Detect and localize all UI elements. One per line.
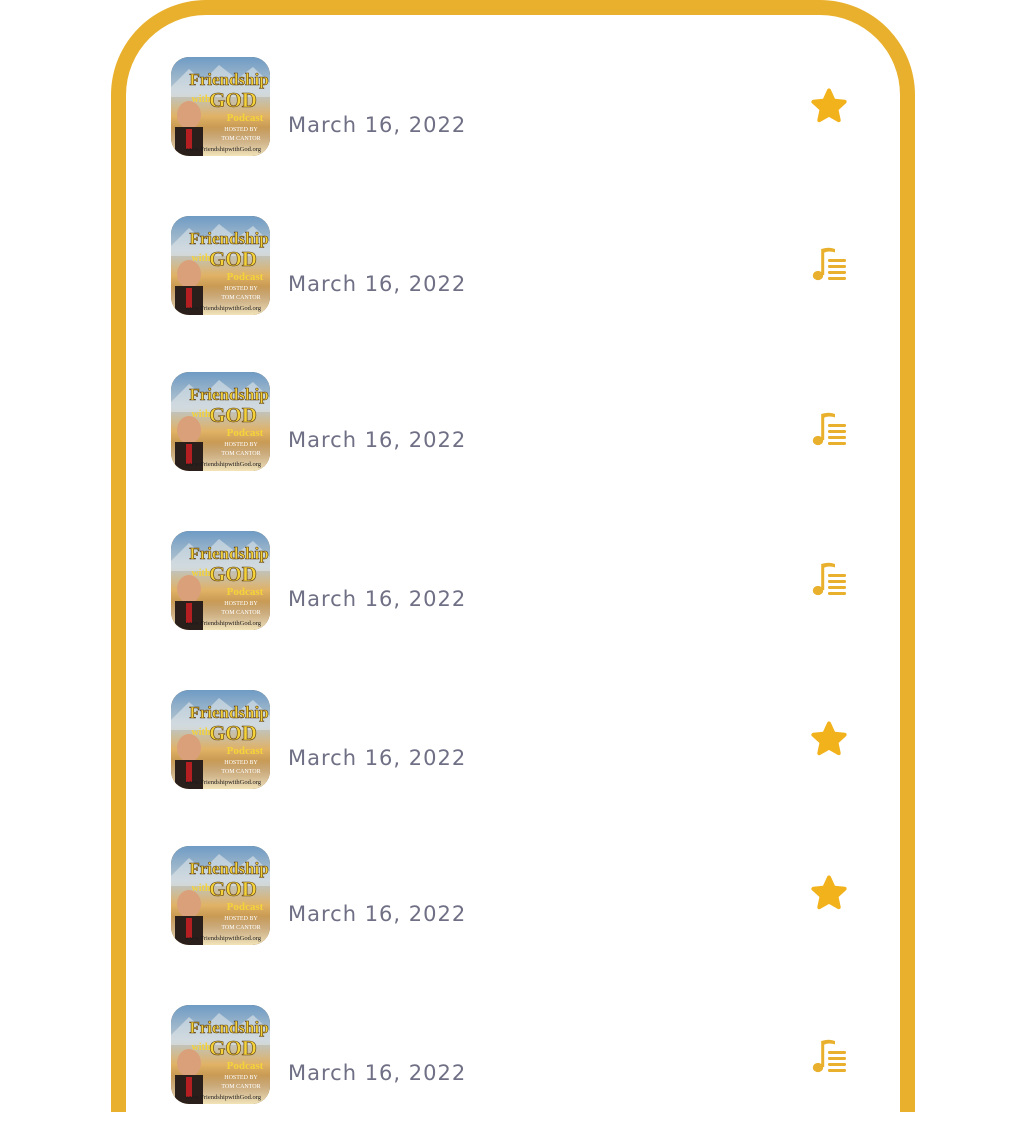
svg-text:Friendship: Friendship [189,70,268,89]
episode-row[interactable]: Friendship with GOD Podcast HOSTED BY TO… [171,216,851,316]
svg-text:TOM CANTOR: TOM CANTOR [221,136,260,142]
episode-row[interactable]: Friendship with GOD Podcast HOSTED BY TO… [171,1005,851,1105]
svg-text:TOM CANTOR: TOM CANTOR [221,295,260,301]
episode-row[interactable]: Friendship with GOD Podcast HOSTED BY TO… [171,531,851,631]
episode-date: March 16, 2022 [288,113,467,137]
svg-text:Podcast: Podcast [227,745,264,757]
episode-artwork[interactable]: Friendship with GOD Podcast HOSTED BY TO… [171,216,270,315]
episode-row[interactable]: Friendship with GOD Podcast HOSTED BY TO… [171,372,851,472]
episode-list: Friendship with GOD Podcast HOSTED BY TO… [126,15,900,1112]
svg-text:HOSTED BY: HOSTED BY [224,127,258,133]
episode-date: March 16, 2022 [288,902,467,926]
episode-artwork[interactable]: Friendship with GOD Podcast HOSTED BY TO… [171,372,270,471]
svg-text:TOM CANTOR: TOM CANTOR [221,925,260,931]
svg-text:GOD: GOD [209,403,257,427]
episode-date: March 16, 2022 [288,272,467,296]
episode-date: March 16, 2022 [288,746,467,770]
svg-text:HOSTED BY: HOSTED BY [224,916,258,922]
svg-text:Friendship: Friendship [189,385,268,404]
svg-text:Podcast: Podcast [227,427,264,439]
svg-text:www.FriendshipwithGod.org: www.FriendshipwithGod.org [185,935,262,942]
svg-text:HOSTED BY: HOSTED BY [224,601,258,607]
episode-row[interactable]: Friendship with GOD Podcast HOSTED BY TO… [171,57,851,157]
svg-text:www.FriendshipwithGod.org: www.FriendshipwithGod.org [185,146,262,153]
episode-artwork[interactable]: Friendship with GOD Podcast HOSTED BY TO… [171,690,270,789]
svg-text:Friendship: Friendship [189,229,268,248]
svg-text:Friendship: Friendship [189,859,268,878]
episode-artwork[interactable]: Friendship with GOD Podcast HOSTED BY TO… [171,57,270,156]
episode-row[interactable]: Friendship with GOD Podcast HOSTED BY TO… [171,690,851,790]
svg-text:www.FriendshipwithGod.org: www.FriendshipwithGod.org [185,620,262,627]
svg-text:with: with [192,727,211,738]
svg-text:HOSTED BY: HOSTED BY [224,286,258,292]
svg-text:GOD: GOD [209,562,257,586]
episode-artwork[interactable]: Friendship with GOD Podcast HOSTED BY TO… [171,531,270,630]
music-playlist-icon[interactable] [807,1033,851,1077]
episode-date: March 16, 2022 [288,1061,467,1085]
svg-text:HOSTED BY: HOSTED BY [224,1075,258,1081]
music-playlist-icon[interactable] [807,406,851,450]
favorite-star-icon[interactable] [807,718,851,762]
svg-text:Podcast: Podcast [227,901,264,913]
svg-text:with: with [192,568,211,579]
phone-frame: Friendship with GOD Podcast HOSTED BY TO… [111,0,915,1112]
episode-date: March 16, 2022 [288,428,467,452]
svg-text:Friendship: Friendship [189,703,268,722]
svg-text:with: with [192,94,211,105]
svg-text:Podcast: Podcast [227,586,264,598]
svg-text:TOM CANTOR: TOM CANTOR [221,451,260,457]
svg-text:Podcast: Podcast [227,112,264,124]
svg-text:with: with [192,409,211,420]
svg-text:HOSTED BY: HOSTED BY [224,442,258,448]
svg-text:www.FriendshipwithGod.org: www.FriendshipwithGod.org [185,779,262,786]
svg-text:with: with [192,883,211,894]
favorite-star-icon[interactable] [807,85,851,129]
svg-text:GOD: GOD [209,88,257,112]
music-playlist-icon[interactable] [807,556,851,600]
svg-text:Friendship: Friendship [189,1018,268,1037]
svg-text:GOD: GOD [209,1036,257,1060]
svg-text:with: with [192,1042,211,1053]
svg-text:www.FriendshipwithGod.org: www.FriendshipwithGod.org [185,1094,262,1101]
svg-text:TOM CANTOR: TOM CANTOR [221,610,260,616]
music-playlist-icon[interactable] [807,241,851,285]
svg-text:with: with [192,253,211,264]
episode-artwork[interactable]: Friendship with GOD Podcast HOSTED BY TO… [171,1005,270,1104]
episode-date: March 16, 2022 [288,587,467,611]
favorite-star-icon[interactable] [807,872,851,916]
svg-text:GOD: GOD [209,721,257,745]
svg-text:TOM CANTOR: TOM CANTOR [221,1084,260,1090]
svg-text:TOM CANTOR: TOM CANTOR [221,769,260,775]
svg-text:Friendship: Friendship [189,544,268,563]
svg-text:Podcast: Podcast [227,271,264,283]
svg-text:HOSTED BY: HOSTED BY [224,760,258,766]
svg-text:www.FriendshipwithGod.org: www.FriendshipwithGod.org [185,461,262,468]
svg-text:GOD: GOD [209,877,257,901]
svg-text:Podcast: Podcast [227,1060,264,1072]
episode-artwork[interactable]: Friendship with GOD Podcast HOSTED BY TO… [171,846,270,945]
svg-text:www.FriendshipwithGod.org: www.FriendshipwithGod.org [185,305,262,312]
svg-text:GOD: GOD [209,247,257,271]
episode-row[interactable]: Friendship with GOD Podcast HOSTED BY TO… [171,846,851,946]
